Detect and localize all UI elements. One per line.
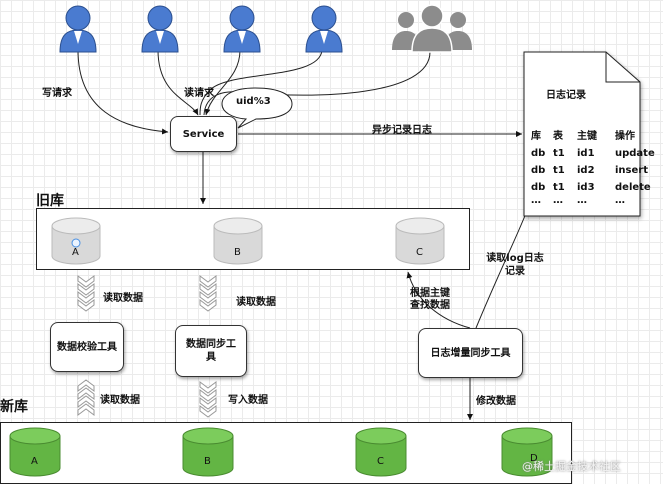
log-row: db t1 id3 delete	[531, 179, 655, 196]
read-data-label-2: 读取数据	[236, 297, 276, 308]
watermark: @稀土掘金技术社区	[522, 460, 621, 473]
read-request-label: 读请求	[184, 88, 214, 99]
log-cell: update	[615, 148, 655, 159]
database-icon	[501, 427, 553, 477]
chevron-up-icon	[77, 379, 95, 416]
old-db-b-label: B	[234, 247, 241, 258]
write-data-label: 写入数据	[228, 395, 268, 406]
log-cell: db	[531, 148, 546, 159]
log-cell: …	[531, 195, 541, 206]
log-header-row: 库 表 主键 操作	[531, 128, 655, 145]
user-icon	[59, 5, 97, 53]
log-cell: t1	[553, 165, 565, 176]
log-header: 操作	[615, 131, 635, 142]
log-cell: …	[615, 195, 625, 206]
new-db-region	[0, 422, 572, 484]
log-cell: db	[531, 182, 546, 193]
log-cell: id2	[577, 165, 595, 176]
new-db-title: 新库	[0, 399, 28, 415]
new-db-c-label: C	[377, 456, 384, 467]
chevron-down-icon	[199, 275, 217, 312]
async-log-label: 异步记录日志	[372, 125, 432, 136]
edge-read-2	[157, 49, 199, 116]
edge-write	[77, 49, 169, 135]
chevron-down-icon	[199, 381, 217, 418]
data-check-tool[interactable]: 数据校验工具	[50, 322, 124, 372]
old-db-c-label: C	[416, 247, 423, 258]
log-table: 库 表 主键 操作 db t1 id1 update db t1 id2 ins…	[531, 128, 655, 206]
database-icon	[9, 427, 61, 477]
database-icon	[182, 427, 234, 477]
read-data-label-3: 读取数据	[100, 395, 140, 406]
log-cell: insert	[615, 165, 648, 176]
lookup-by-pk-label: 根据主键查找数据	[410, 288, 450, 311]
log-cell: id1	[577, 148, 595, 159]
old-db-a-label: A	[72, 247, 79, 258]
log-header: 主键	[577, 131, 597, 142]
chevron-down-icon	[77, 275, 95, 312]
service-node[interactable]: Service	[170, 116, 237, 152]
log-cell: db	[531, 165, 546, 176]
log-title: 日志记录	[546, 90, 586, 101]
database-icon	[355, 427, 407, 477]
log-header: 表	[553, 131, 563, 142]
speech-bubble	[221, 87, 293, 129]
incremental-sync-tool[interactable]: 日志增量同步工具	[418, 328, 523, 378]
new-db-d-label: D	[530, 453, 538, 464]
edge-read-4	[199, 49, 323, 116]
user-icon	[223, 5, 261, 53]
log-row: db t1 id2 insert	[531, 162, 655, 179]
log-row: … … … …	[531, 196, 655, 206]
log-cell: t1	[553, 148, 565, 159]
user-icon	[305, 5, 343, 53]
user-group-icon	[392, 4, 472, 53]
database-icon	[395, 217, 445, 265]
log-cell: id3	[577, 182, 595, 193]
edge-read-3	[204, 49, 241, 116]
log-cell: delete	[615, 182, 651, 193]
write-request-label: 写请求	[42, 88, 72, 99]
user-icon	[141, 5, 179, 53]
bubble-text: uid%3	[236, 96, 271, 107]
log-cell: t1	[553, 182, 565, 193]
log-header: 库	[531, 131, 541, 142]
database-icon	[213, 217, 263, 265]
old-db-title: 旧库	[36, 193, 64, 209]
modify-data-label: 修改数据	[476, 396, 516, 407]
read-data-label-1: 读取数据	[103, 293, 143, 304]
read-log-label: 读取log日志记录	[486, 253, 544, 277]
log-row: db t1 id1 update	[531, 145, 655, 162]
edge-lookup	[406, 271, 471, 329]
new-db-a-label: A	[31, 456, 38, 467]
log-cell: …	[577, 195, 587, 206]
data-sync-tool[interactable]: 数据同步工具	[175, 325, 247, 377]
database-icon	[51, 217, 101, 265]
new-db-b-label: B	[204, 456, 211, 467]
log-cell: …	[553, 195, 563, 206]
